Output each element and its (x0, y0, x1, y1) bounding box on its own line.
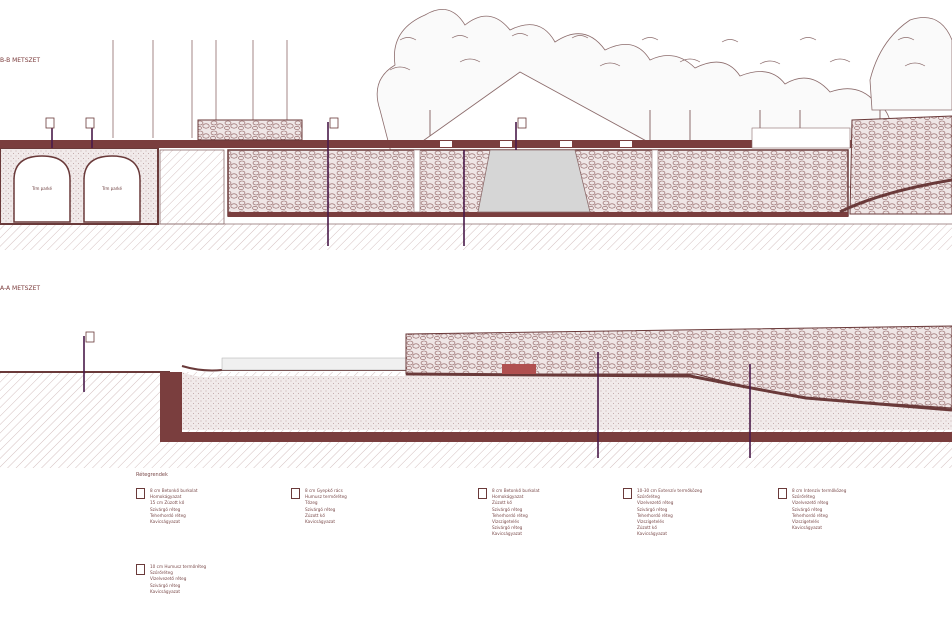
right-stone-bank (849, 115, 952, 215)
legend-item: Kavicságyazat (150, 519, 181, 525)
deck-slab (0, 140, 860, 148)
legend-item: Homokágyazat (492, 494, 524, 500)
legend-item: Humusz termőréteg (305, 494, 347, 500)
legend-item: Szűrőréteg (792, 494, 815, 500)
legend-item: Vízszigetelés (792, 519, 820, 525)
legend-item: Szivárgó réteg (150, 582, 181, 588)
legend-item: Vízelvezető réteg (792, 500, 829, 506)
hatched-block (159, 149, 225, 225)
legend-item: Szűrőréteg (150, 570, 173, 576)
legend-item: 8 cm Gyepkő rács (305, 488, 343, 493)
deck-gaps (440, 141, 452, 147)
marker-flags (45, 117, 527, 129)
legend-swatch (623, 488, 632, 499)
legend-item: Zúzott kő (637, 525, 657, 531)
legend-item: Kavicságyazat (792, 525, 823, 531)
tree-canopy-marks (389, 33, 926, 71)
top-section-label: B-B METSZET (0, 57, 40, 64)
legend-item: Teherhordó réteg (637, 512, 673, 518)
legend-item: Szivárgó réteg (150, 506, 181, 512)
tunnel-right (83, 155, 141, 223)
layer-markers (51, 122, 517, 246)
stone-bench (197, 119, 303, 141)
legend-item: Szűrőréteg (637, 494, 660, 500)
legend-swatch (478, 488, 487, 499)
legend-item: Szivárgó réteg (637, 506, 668, 512)
legend-item: Kavicságyazat (305, 519, 336, 525)
legend-item: Teherhordó réteg (492, 512, 528, 518)
legend-item: Homokágyazat (150, 494, 182, 500)
legend-swatch (136, 488, 145, 499)
legend-title: Rétegrendek (136, 472, 168, 478)
light-well (477, 149, 591, 213)
tunnel-right-label: Trm parké (101, 186, 122, 191)
legend-item: Szivárgó réteg (792, 506, 823, 512)
tunnel-left (13, 155, 71, 223)
legend-item: 10-30 cm Extenzív termőközeg (637, 488, 703, 493)
legend-item: Vízelvezető réteg (150, 576, 187, 582)
legend-item: Teherhordó réteg (792, 512, 828, 518)
legend-swatch (778, 488, 787, 499)
legend-item: 10 cm Humusz termőréteg (150, 564, 207, 569)
tunnel-left-label: Trm parké (31, 186, 52, 191)
legend-item: Szivárgó réteg (492, 506, 523, 512)
legend-item: Kavicságyazat (150, 588, 181, 594)
legend-item: Vízszigetelés (492, 519, 520, 525)
legend-item: Zúzott kő (492, 500, 512, 506)
legend-item: Kavicságyazat (637, 531, 668, 537)
legend-item: Kavicságyazat (492, 531, 523, 537)
legend-item: Zúzott kő (305, 512, 325, 518)
legend-item: 8 cm Intenzív termőközeg (792, 488, 847, 493)
legend-item: Szivárgó réteg (305, 506, 336, 512)
legend-item: Tőzeg (305, 500, 318, 506)
legend-swatch (136, 564, 145, 575)
bottom-basin-wall (160, 372, 952, 442)
bottom-section-label: A-A METSZET (0, 285, 40, 292)
legend-swatch (291, 488, 300, 499)
legend-item: 15 cm Zúzott kő (150, 500, 185, 506)
legend-item: 8 cm Betonkő burkolat (492, 488, 540, 493)
legend-item: Teherhordó réteg (150, 512, 186, 518)
top-section: Trm parké Trm parké (0, 8, 952, 250)
bottom-fill (182, 372, 952, 430)
legend-item: 8 cm Betonkő burkolat (150, 488, 198, 493)
bottom-markers (83, 336, 751, 458)
legend-item: Szivárgó réteg (492, 525, 523, 531)
legend-item: Vízelvezető réteg (637, 500, 674, 506)
top-ground-band (0, 224, 952, 250)
bottom-section: A-A METSZET (0, 285, 952, 468)
legend-item: Vízszigetelés (637, 519, 665, 525)
